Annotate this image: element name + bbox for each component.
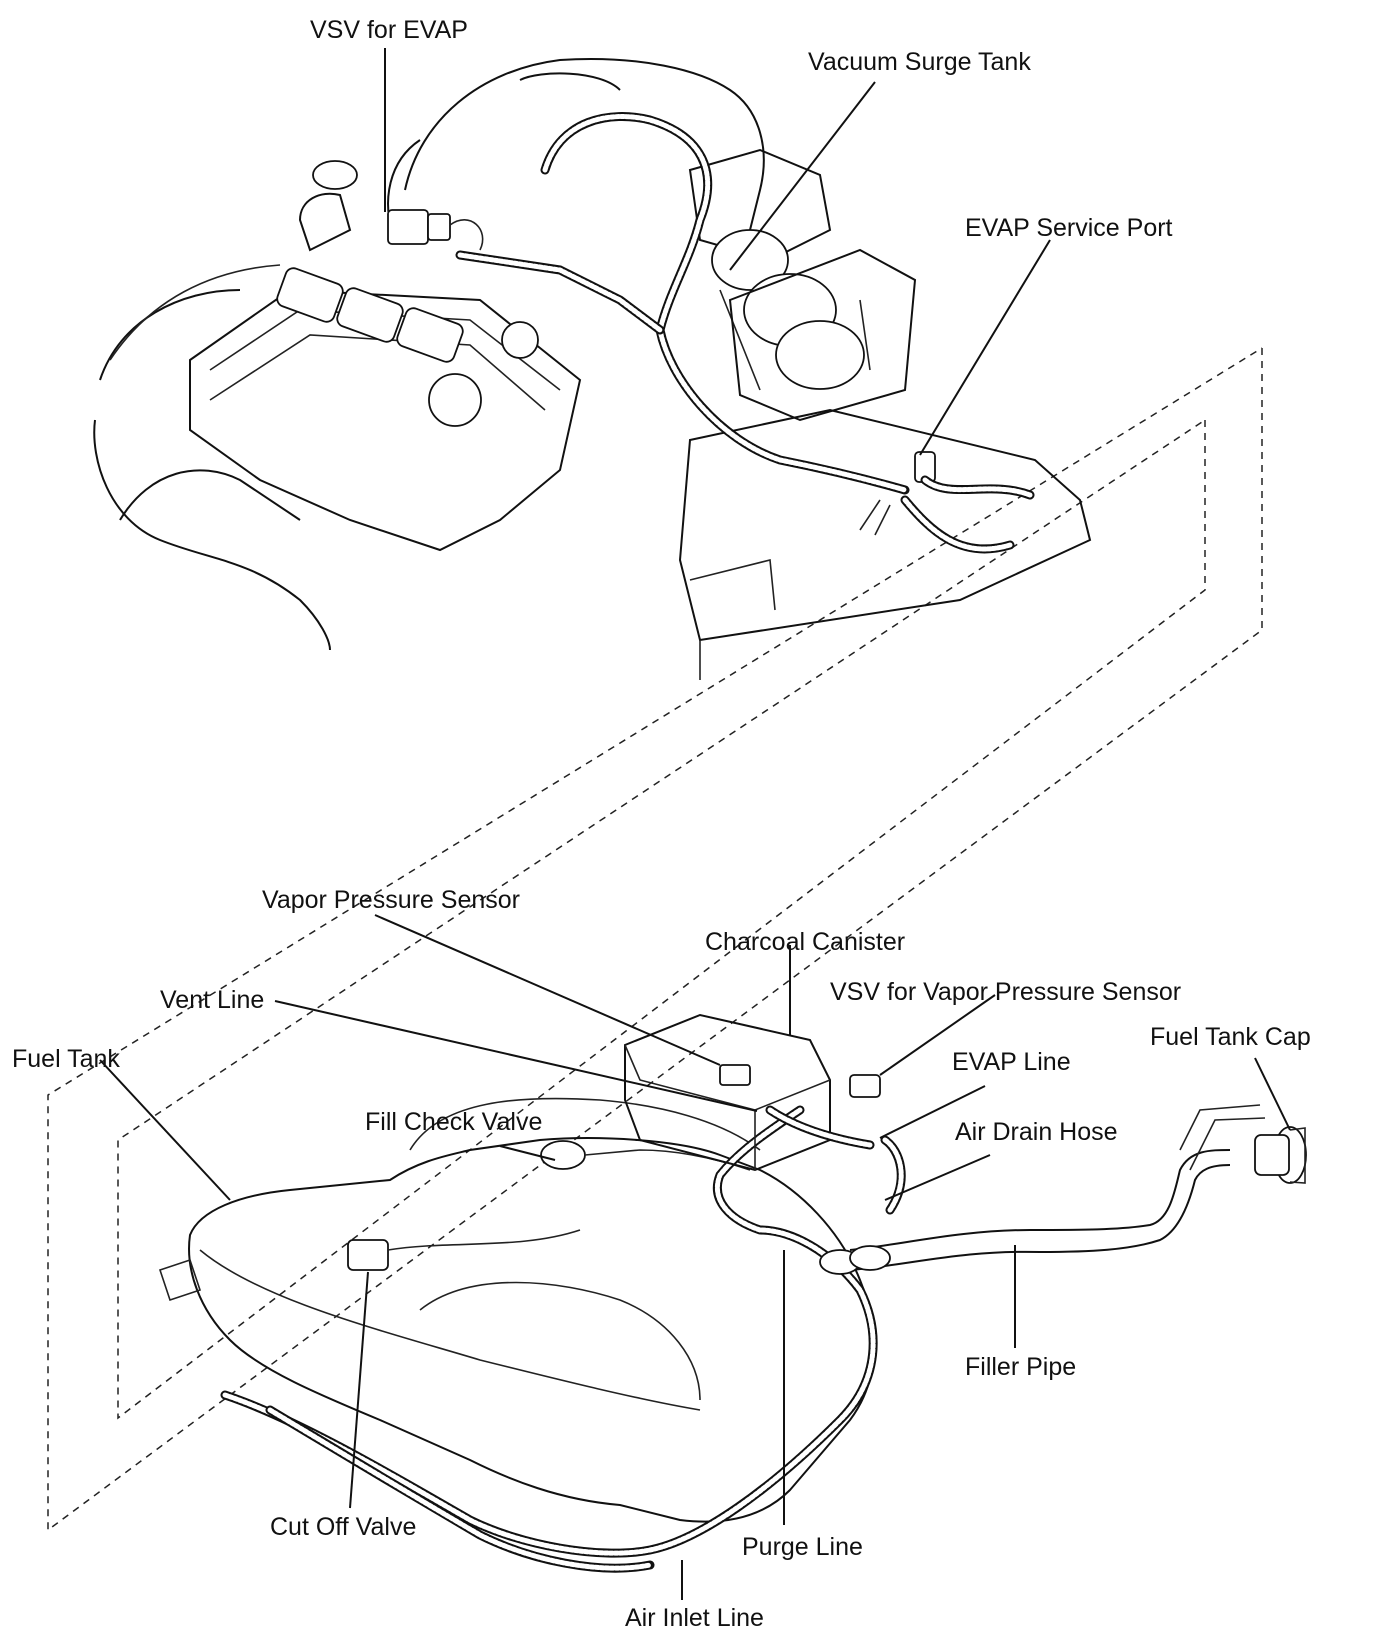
engine-assembly [93, 58, 1092, 680]
label-vacuum-surge-tank: Vacuum Surge Tank [808, 48, 1031, 76]
vsv-for-evap-part [387, 209, 484, 251]
cut-off-valve-part [347, 1229, 581, 1271]
fuel-tank-assembly [158, 1013, 1307, 1573]
label-purge-line: Purge Line [742, 1533, 863, 1561]
label-fuel-tank-cap: Fuel Tank Cap [1150, 1023, 1311, 1051]
label-filler-pipe: Filler Pipe [965, 1353, 1077, 1381]
intake-bellows [711, 229, 871, 391]
charcoal-canister-part [624, 1013, 906, 1215]
label-vsv-for-vapor-pressure-sensor: VSV for Vapor Pressure Sensor [830, 978, 1182, 1006]
label-evap-service-port: EVAP Service Port [965, 214, 1173, 242]
label-vent-line: Vent Line [160, 986, 265, 1014]
label-charcoal-canister: Charcoal Canister [705, 928, 906, 956]
filler-pipe-part [819, 1104, 1266, 1275]
label-air-inlet-line: Air Inlet Line [625, 1604, 764, 1632]
dashed-detail-planes [47, 347, 1263, 1532]
label-fill-check-valve: Fill Check Valve [365, 1108, 543, 1136]
label-vapor-pressure-sensor: Vapor Pressure Sensor [262, 886, 520, 914]
label-air-drain-hose: Air Drain Hose [955, 1118, 1118, 1146]
evap-service-port-part [859, 451, 1035, 554]
fuel-tank-cap-part [1254, 1126, 1307, 1184]
label-evap-line: EVAP Line [952, 1048, 1071, 1076]
label-cut-off-valve: Cut Off Valve [270, 1513, 417, 1541]
label-vsv-for-evap: VSV for EVAP [310, 16, 468, 44]
label-fuel-tank: Fuel Tank [12, 1045, 120, 1073]
leader-lines [99, 48, 1291, 1600]
air-cleaner [678, 248, 1092, 680]
